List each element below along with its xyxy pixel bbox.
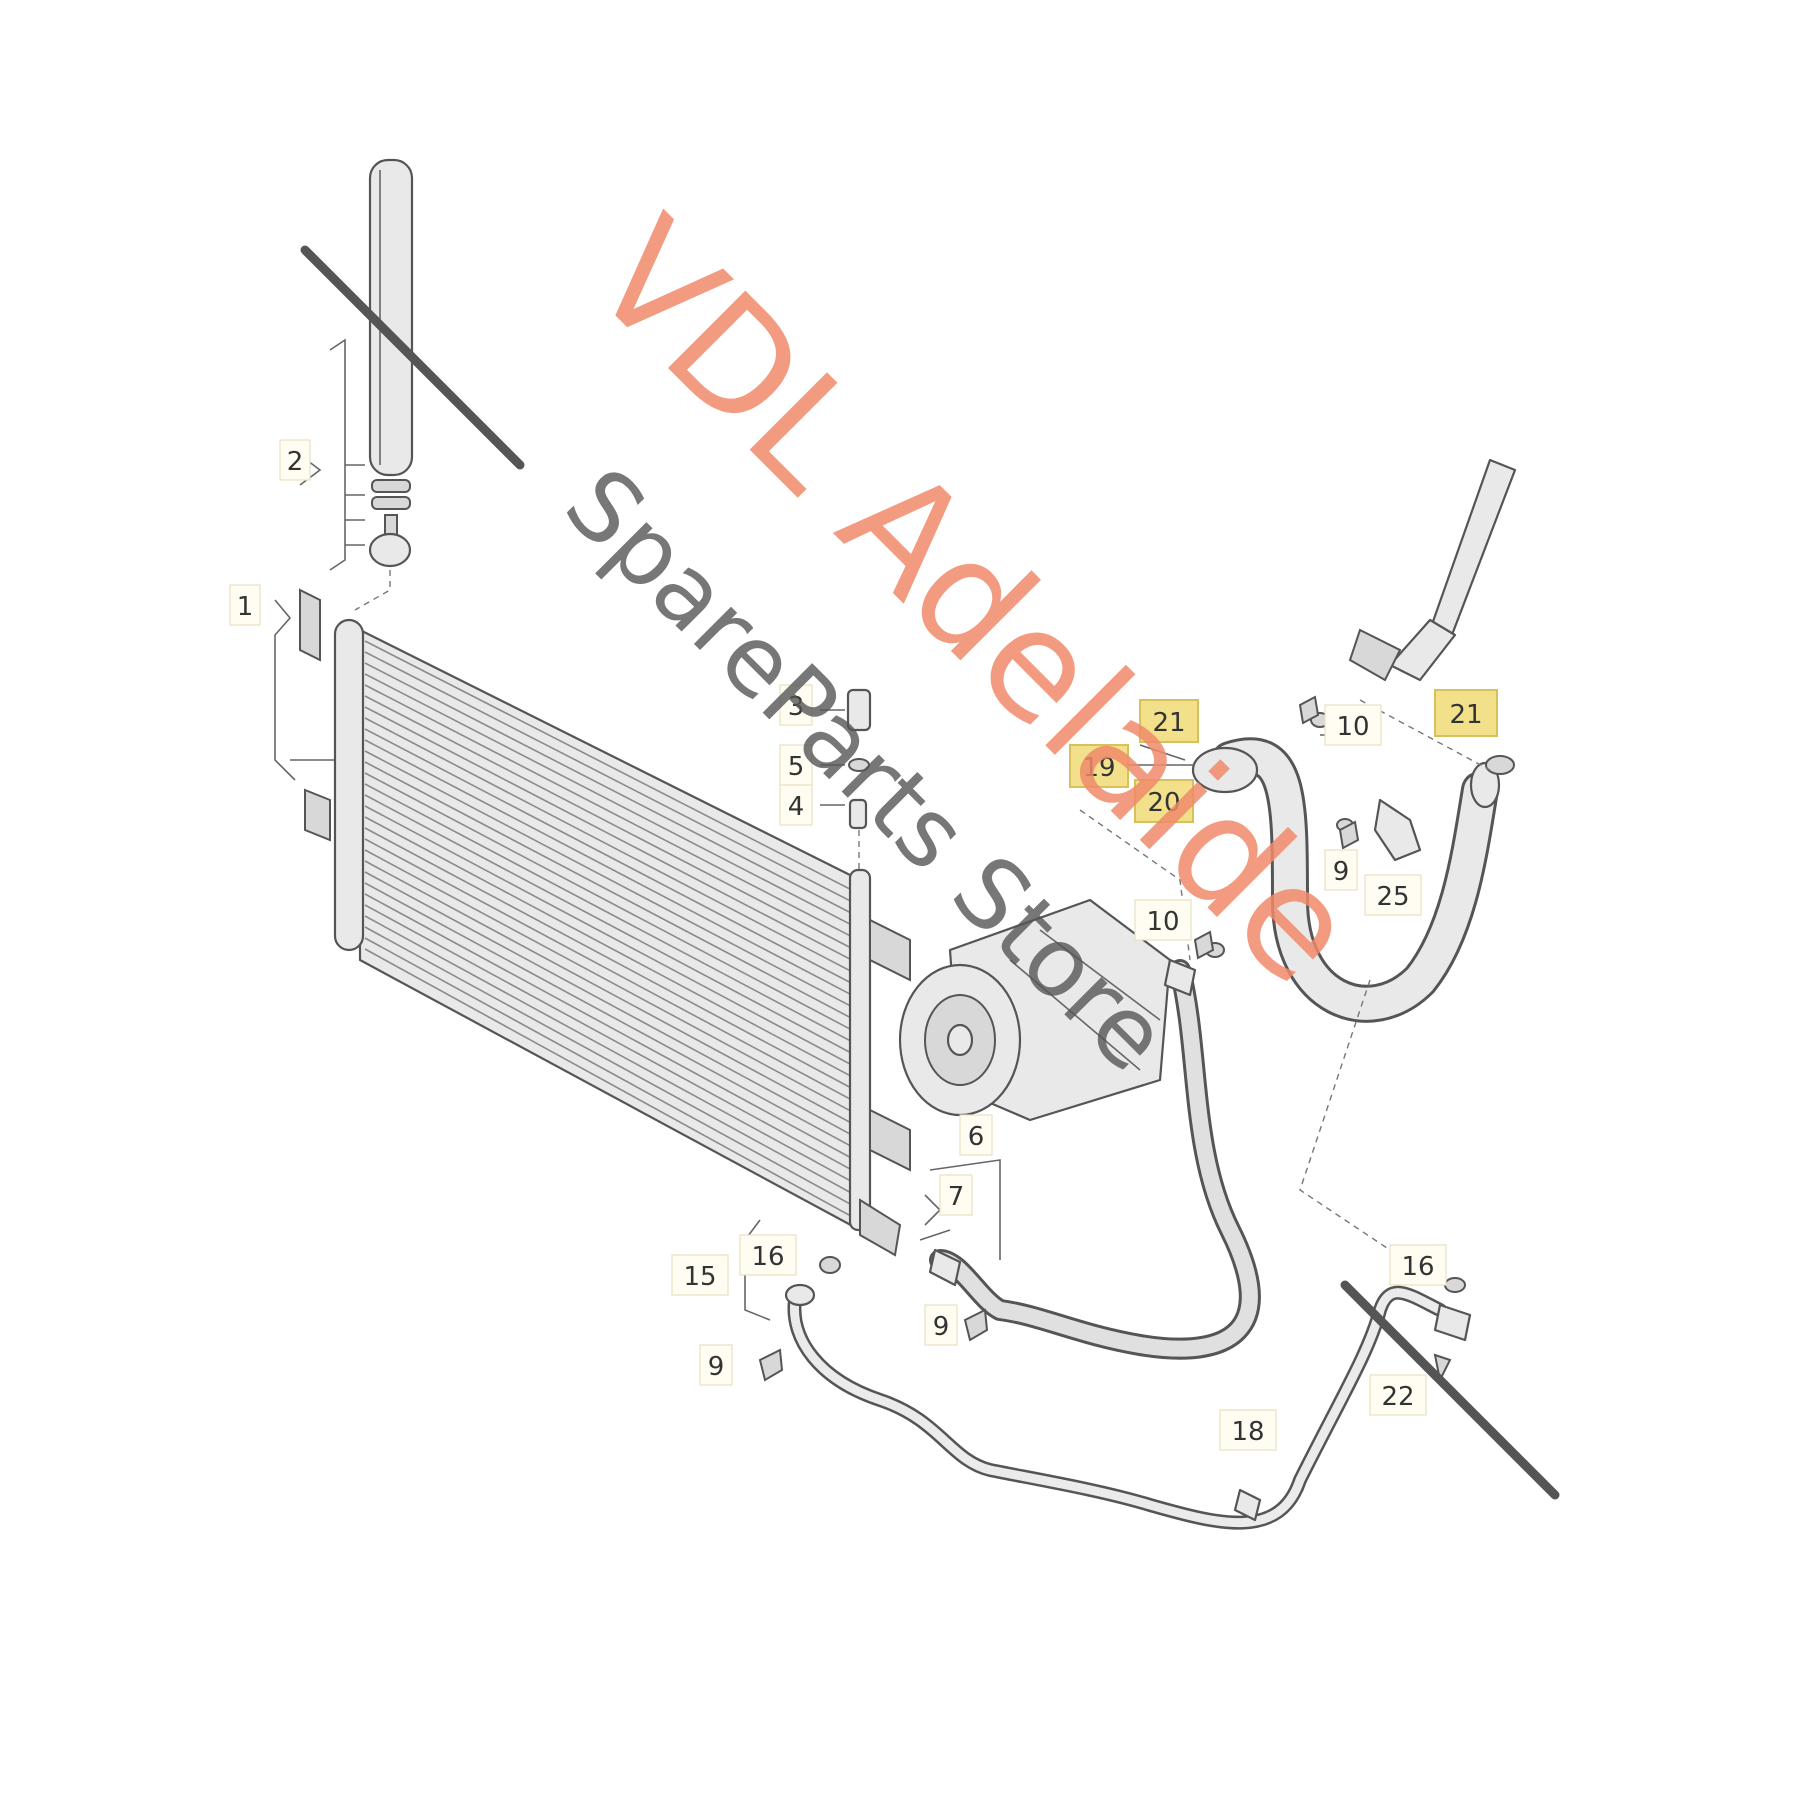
condenser-fin (364, 849, 856, 1115)
callout-9-right: 9 (1324, 849, 1358, 891)
callout-3: 3 (779, 684, 813, 726)
svg-text:7: 7 (948, 1182, 965, 1212)
svg-text:16: 16 (1401, 1252, 1434, 1282)
callout-21-left: 21 (1139, 699, 1199, 743)
condenser-fins (364, 640, 856, 1220)
condenser-fin (364, 805, 856, 1068)
callout-19: 19 (1069, 744, 1129, 788)
condenser-fin (364, 926, 856, 1196)
svg-text:10: 10 (1336, 712, 1369, 742)
condenser-fin (364, 860, 856, 1126)
condenser-fin (364, 827, 856, 1091)
watermark-slash-bottom (1340, 1280, 1560, 1500)
callout-9-left: 9 (699, 1344, 733, 1386)
svg-text:2: 2 (287, 447, 304, 477)
condenser-fin (364, 882, 856, 1150)
svg-text:5: 5 (788, 752, 805, 782)
callout-5: 5 (779, 744, 813, 786)
callout-15: 15 (671, 1254, 729, 1296)
svg-text:20: 20 (1147, 788, 1180, 818)
svg-text:4: 4 (788, 792, 805, 822)
callout-6: 6 (959, 1114, 993, 1156)
drier-tube (354, 158, 414, 611)
callout-7: 7 (939, 1174, 973, 1216)
condenser-fin (364, 893, 856, 1161)
liquid-line (784, 1256, 1472, 1530)
callout-25: 25 (1364, 874, 1422, 916)
ac-compressor (898, 898, 1172, 1122)
condenser-fin (364, 772, 856, 1033)
svg-text:9: 9 (708, 1352, 725, 1382)
condenser-fin (364, 684, 856, 940)
condenser-fin (364, 662, 856, 916)
svg-text:22: 22 (1381, 1382, 1414, 1412)
callout-20: 20 (1134, 779, 1194, 823)
condenser-fin (364, 717, 856, 975)
svg-text:6: 6 (968, 1122, 985, 1152)
condenser (299, 588, 911, 1257)
callout-10-top: 10 (1324, 704, 1382, 746)
bracket-lines (274, 338, 365, 781)
condenser-fin (364, 937, 856, 1208)
bolts (758, 695, 1360, 1382)
svg-text:1: 1 (237, 592, 254, 622)
callout-2: 2 (279, 439, 311, 481)
condenser-fin (364, 728, 856, 986)
condenser-fin (364, 695, 856, 951)
condenser-fin (364, 761, 856, 1021)
callout-18: 18 (1219, 1409, 1277, 1451)
svg-text:16: 16 (751, 1242, 784, 1272)
condenser-fin (364, 904, 856, 1173)
condenser-fin (364, 816, 856, 1080)
callout-16-right: 16 (1389, 1244, 1447, 1286)
condenser-fin (364, 750, 856, 1010)
condenser-fin (364, 915, 856, 1185)
pressure-hose (928, 958, 1261, 1360)
callout-4: 4 (779, 784, 813, 826)
condenser-fin (364, 838, 856, 1103)
svg-text:19: 19 (1082, 753, 1115, 783)
condenser-fin (364, 640, 856, 893)
condenser-fin (364, 783, 856, 1045)
svg-text:9: 9 (933, 1312, 950, 1342)
callout-16-left: 16 (739, 1234, 797, 1276)
condenser-fin (364, 673, 856, 928)
watermark-slash-top (300, 245, 525, 470)
svg-text:18: 18 (1231, 1417, 1264, 1447)
svg-text:10: 10 (1146, 907, 1179, 937)
callout-22: 22 (1369, 1374, 1427, 1416)
svg-text:21: 21 (1152, 708, 1185, 738)
callout-1: 1 (229, 584, 261, 626)
svg-text:3: 3 (788, 692, 805, 722)
condenser-fin (364, 651, 856, 905)
pressure-sensor (820, 688, 872, 870)
svg-text:25: 25 (1376, 882, 1409, 912)
callout-9-middle: 9 (924, 1304, 958, 1346)
suction-hose (1191, 458, 1517, 1023)
svg-text:15: 15 (683, 1262, 716, 1292)
callout-21-right: 21 (1434, 689, 1498, 737)
condenser-fin (364, 706, 856, 963)
condenser-fin (364, 948, 856, 1220)
condenser-fin (364, 794, 856, 1056)
callout-10-middle: 10 (1134, 899, 1192, 941)
condenser-fin (364, 739, 856, 998)
svg-text:9: 9 (1333, 857, 1350, 887)
condenser-fin (364, 871, 856, 1138)
svg-text:21: 21 (1449, 700, 1482, 730)
